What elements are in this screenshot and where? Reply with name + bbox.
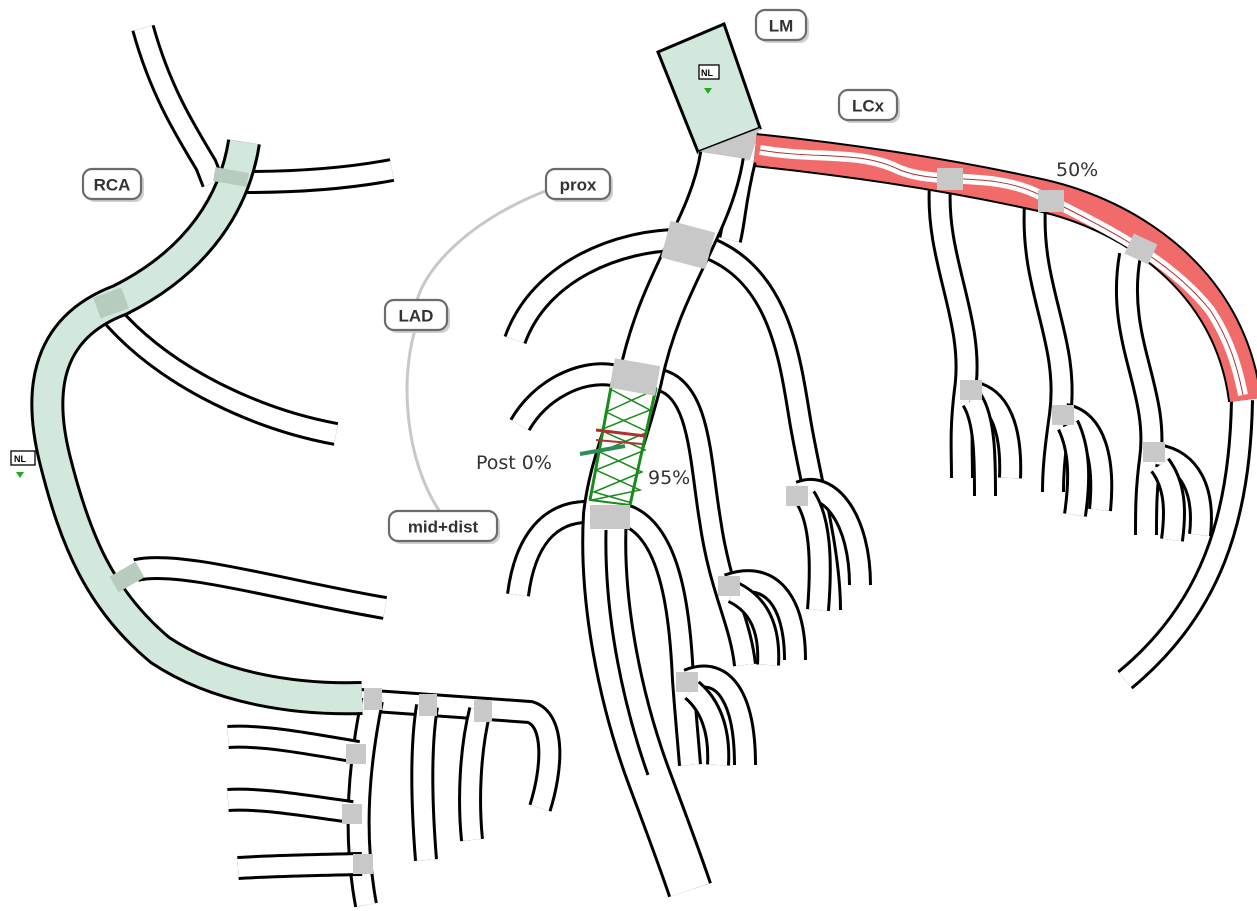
rca-tree	[47, 28, 549, 905]
label-mid-dist: mid+dist	[389, 511, 500, 544]
rca-side-branch-2	[136, 568, 385, 608]
label-prox: prox	[546, 169, 613, 202]
lad-tree	[515, 155, 860, 890]
nl-marker-icon: NL	[11, 451, 35, 478]
label-lm-text: LM	[769, 17, 794, 36]
rca-upper-branch	[143, 28, 392, 183]
label-lad: LAD	[385, 300, 450, 333]
nl-marker-text-lm: NL	[701, 68, 713, 78]
lcx-branches	[940, 185, 1242, 680]
lad-stenosis-percent: 95%	[648, 467, 690, 489]
label-prox-text: prox	[560, 176, 597, 195]
label-rca: RCA	[83, 169, 144, 202]
lcx-stenosis-percent: 50%	[1056, 159, 1098, 181]
label-rca-text: RCA	[94, 176, 131, 195]
lad-stent	[580, 382, 656, 505]
label-lcx-text: LCx	[852, 97, 885, 116]
rca-side-branch-1	[114, 318, 336, 434]
lcx-main-stenosis	[755, 150, 1245, 400]
label-lcx: LCx	[839, 90, 900, 123]
nl-marker-text-rca: NL	[14, 454, 26, 464]
label-mid-dist-text: mid+dist	[408, 518, 479, 537]
lad-post-percent: Post 0%	[476, 452, 552, 474]
label-lm: LM	[756, 10, 809, 43]
label-lad-text: LAD	[399, 307, 434, 326]
rca-distal-branches	[228, 700, 549, 905]
